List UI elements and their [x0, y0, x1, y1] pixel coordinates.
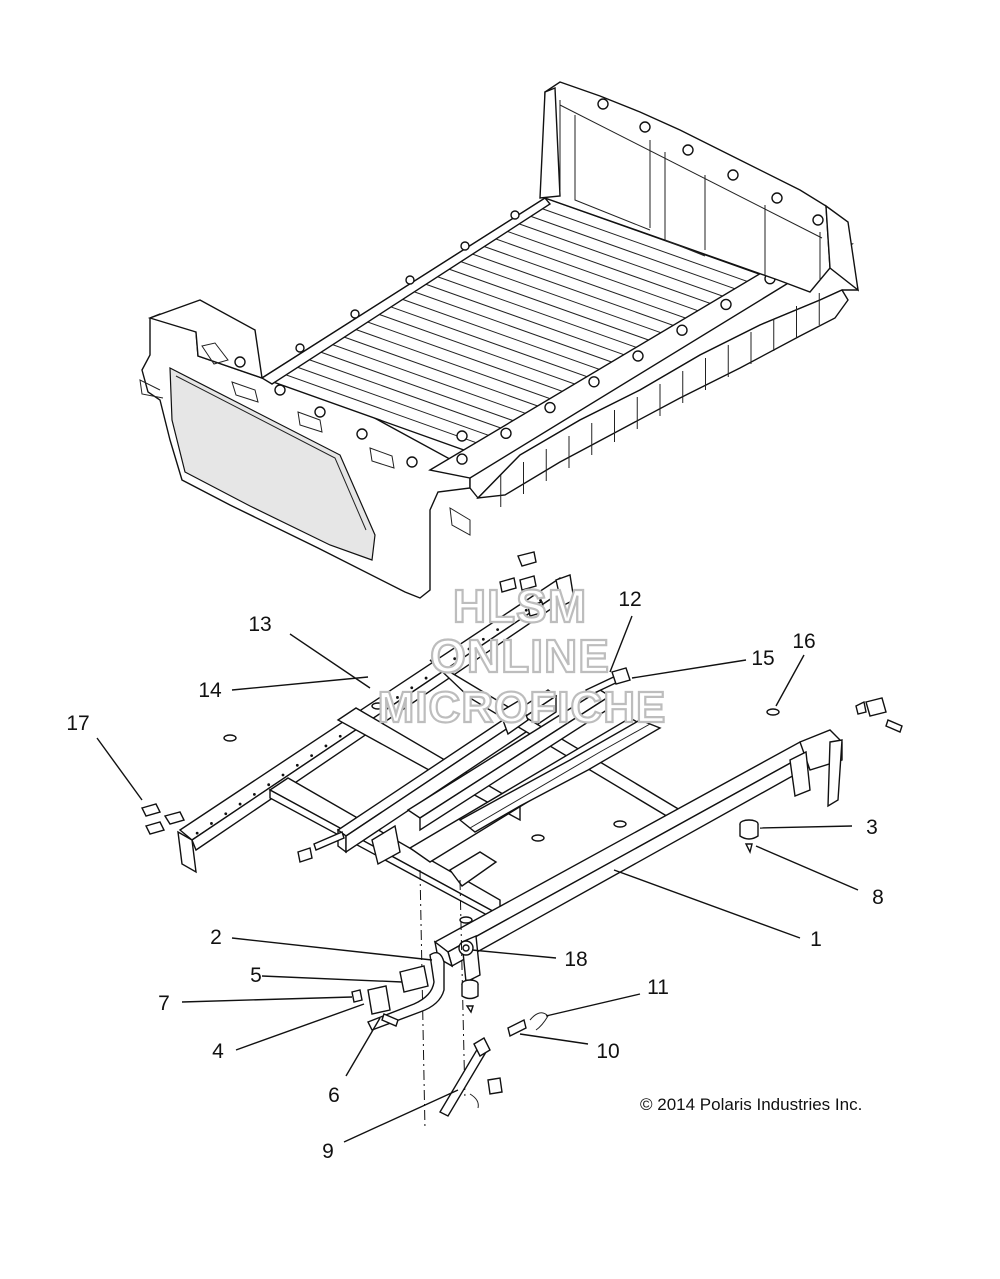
- watermark-line-1: HLSM: [453, 580, 587, 632]
- callout-15: 15: [751, 647, 774, 670]
- callout-7: 7: [158, 992, 170, 1015]
- callout-5: 5: [250, 964, 262, 987]
- callout-13: 13: [248, 613, 271, 636]
- callout-14: 14: [198, 679, 222, 702]
- callout-10: 10: [596, 1040, 619, 1063]
- callout-4: 4: [212, 1040, 224, 1063]
- copyright-notice: © 2014 Polaris Industries Inc.: [640, 1095, 863, 1114]
- callout-12: 12: [618, 588, 641, 611]
- leader-lines: [96, 615, 859, 1143]
- watermark-line-3: MICROFICHE: [378, 683, 667, 732]
- callout-6: 6: [328, 1084, 340, 1107]
- callout-16: 16: [792, 630, 815, 653]
- box-frame: [177, 574, 843, 1131]
- fasteners: [140, 551, 903, 1117]
- callout-9: 9: [322, 1140, 334, 1163]
- callout-17: 17: [66, 712, 89, 735]
- callout-11: 11: [647, 976, 669, 999]
- watermark-line-2: ONLINE: [430, 630, 610, 682]
- callout-3: 3: [866, 816, 878, 839]
- watermark: HLSM ONLINE MICROFICHE: [377, 579, 667, 733]
- callout-18: 18: [564, 948, 587, 971]
- callout-1: 1: [810, 928, 822, 951]
- callout-2: 2: [210, 926, 222, 949]
- cargo-box: [139, 81, 859, 599]
- callout-8: 8: [872, 886, 884, 909]
- callout-labels: 13 14 17 12 15 16 3 8 1 2 18 5 7 4 6 9 1…: [66, 588, 884, 1163]
